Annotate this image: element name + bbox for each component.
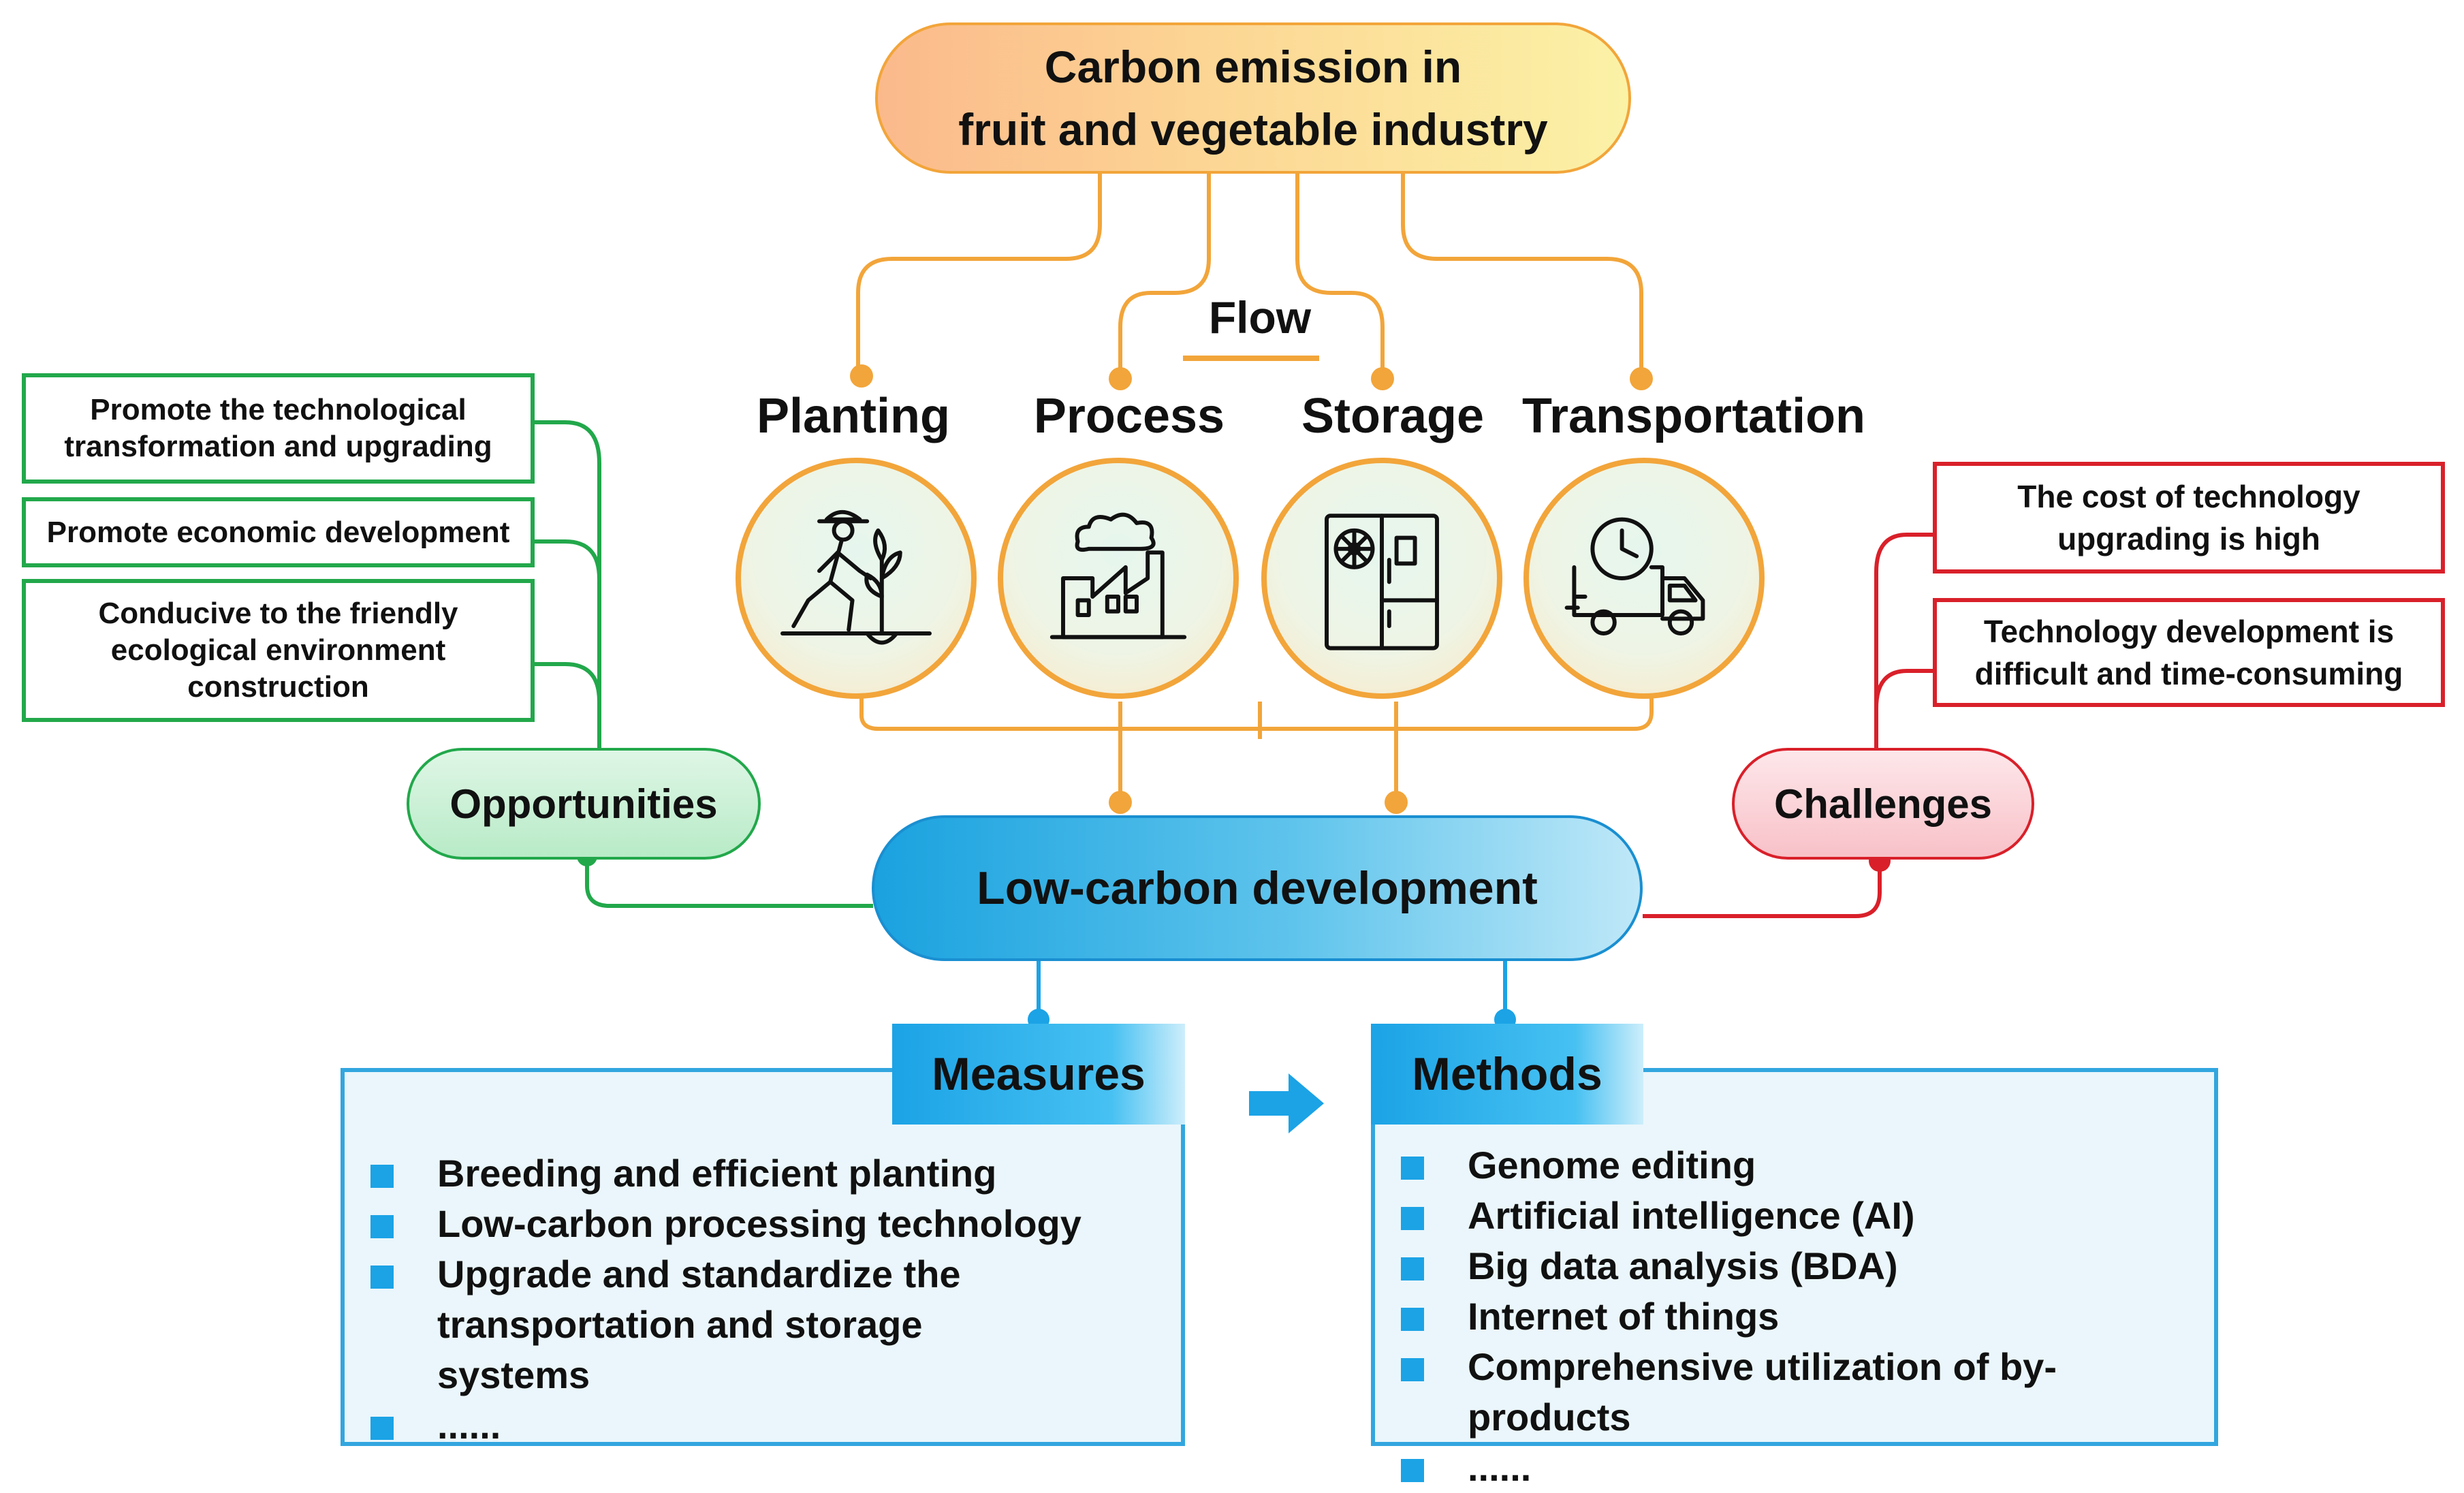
square-bullet-icon <box>370 1165 394 1188</box>
square-bullet-icon <box>370 1266 394 1289</box>
measures-panel: Breeding and efficient planting Low-carb… <box>341 1068 1185 1447</box>
stage-label-transportation: Transportation <box>1522 389 1866 443</box>
square-bullet-icon <box>1401 1207 1424 1230</box>
process-circle <box>998 458 1239 699</box>
square-bullet-icon <box>1401 1358 1424 1381</box>
square-bullet-icon <box>370 1215 394 1238</box>
method-item: Artificial intelligence (AI) <box>1401 1191 2205 1241</box>
low-carbon-development-node: Low-carbon development <box>872 815 1643 961</box>
challenge-item-1: The cost of technology upgrading is high <box>1933 462 2445 573</box>
measure-item: ...... <box>370 1400 1174 1451</box>
title-line-2: fruit and vegetable industry <box>958 104 1548 155</box>
measure-item: Breeding and efficient planting <box>370 1148 1174 1199</box>
farmer-planting-icon <box>780 509 932 645</box>
square-bullet-icon <box>370 1417 394 1440</box>
title-line-1: Carbon emission in <box>1044 42 1462 92</box>
methods-tab: Methods <box>1371 1024 1643 1125</box>
delivery-truck-clock-icon <box>1564 517 1705 635</box>
methods-list: Genome editing Artificial intelligence (… <box>1401 1140 2205 1493</box>
stage-label-planting: Planting <box>757 389 950 443</box>
opportunity-item-1: Promote the technological transformation… <box>22 373 535 484</box>
opportunities-node: Opportunities <box>407 748 761 860</box>
stage-label-storage: Storage <box>1301 389 1485 443</box>
measures-tab: Measures <box>892 1024 1185 1125</box>
planting-circle <box>736 458 977 699</box>
refrigerator-icon <box>1325 514 1439 650</box>
method-item: Comprehensive utilization of by-products <box>1401 1342 2205 1443</box>
storage-circle <box>1261 458 1502 699</box>
flow-underline <box>1183 356 1319 361</box>
methods-panel: Genome editing Artificial intelligence (… <box>1371 1068 2218 1489</box>
measure-item: Upgrade and standardize the transportati… <box>370 1249 1064 1400</box>
factory-icon <box>1049 512 1187 640</box>
transportation-circle <box>1523 458 1765 699</box>
flow-label: Flow <box>1208 292 1312 343</box>
method-item: Genome editing <box>1401 1140 2205 1191</box>
challenge-item-2: Technology development is difficult and … <box>1933 598 2445 707</box>
measure-item: Low-carbon processing technology <box>370 1199 1174 1249</box>
square-bullet-icon <box>1401 1459 1424 1482</box>
stage-label-process: Process <box>1033 389 1225 443</box>
industry-title-pill: Carbon emission in fruit and vegetable i… <box>875 22 1631 174</box>
method-item: ...... <box>1401 1443 2205 1493</box>
square-bullet-icon <box>1401 1157 1424 1180</box>
challenges-node: Challenges <box>1732 748 2034 860</box>
opportunity-item-2: Promote economic development <box>22 497 535 567</box>
arrow-right-icon <box>1249 1073 1324 1133</box>
method-item: Internet of things <box>1401 1291 2205 1342</box>
measures-list: Breeding and efficient planting Low-carb… <box>370 1148 1174 1451</box>
square-bullet-icon <box>1401 1257 1424 1280</box>
square-bullet-icon <box>1401 1308 1424 1331</box>
method-item: Big data analysis (BDA) <box>1401 1241 2205 1291</box>
opportunity-item-3: Conducive to the friendly ecological env… <box>22 579 535 722</box>
